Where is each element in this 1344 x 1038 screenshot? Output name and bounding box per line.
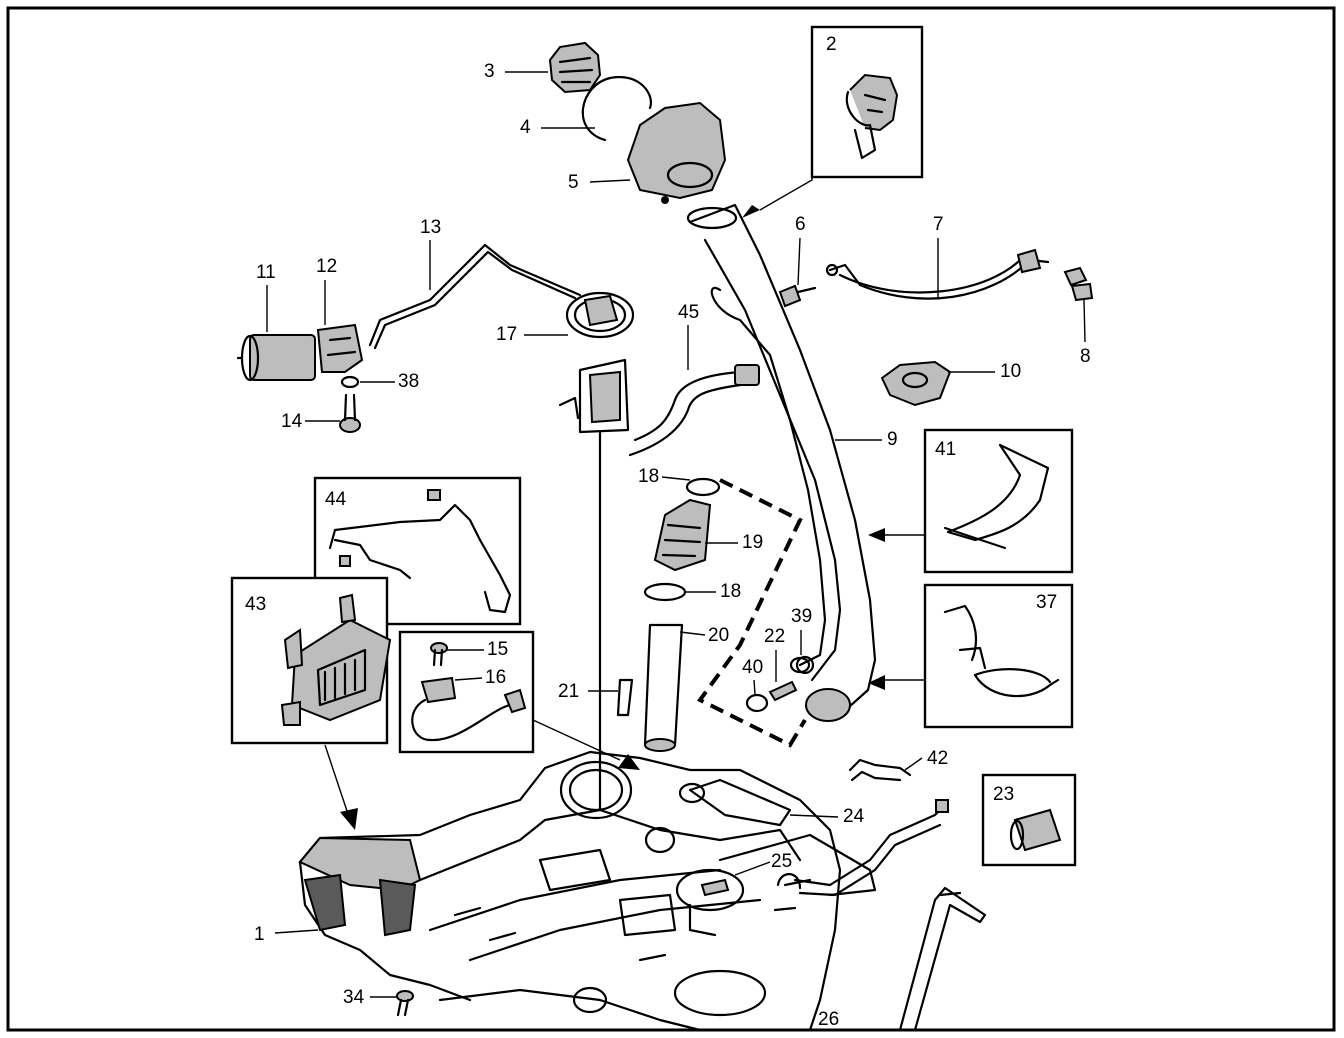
bolt-34 <box>396 990 414 1017</box>
bolt-22 <box>768 680 798 702</box>
callout-15: 15 <box>487 639 508 660</box>
wiring-connector <box>411 642 527 742</box>
callout-17: 17 <box>496 324 517 345</box>
wiring-harness <box>793 803 947 887</box>
callout-11: 11 <box>256 262 276 283</box>
hose-clip <box>616 678 634 717</box>
sender-cover <box>675 868 745 937</box>
seal-40 <box>745 693 769 713</box>
mounting-bracket <box>880 360 952 407</box>
callout-5: 5 <box>568 172 579 193</box>
filler-pipe <box>686 203 877 722</box>
callout-18a: 18 <box>638 466 659 487</box>
callout-26: 26 <box>818 1009 839 1030</box>
callout-34: 34 <box>343 987 365 1008</box>
callout-23: 23 <box>993 784 1014 805</box>
fuel-line <box>368 243 582 347</box>
callout-18b: 18 <box>720 581 741 602</box>
callout-42: 42 <box>927 748 948 769</box>
callout-2: 2 <box>826 34 837 55</box>
ground-strap <box>778 248 1094 308</box>
arrow-37 <box>868 675 885 690</box>
callout-25: 25 <box>771 851 792 872</box>
filler-neck-boot <box>626 101 727 204</box>
washer-38 <box>340 375 360 389</box>
filler-neck-insert <box>845 73 899 160</box>
callout-1: 1 <box>254 924 265 945</box>
callout-12: 12 <box>316 256 337 277</box>
callout-10: 10 <box>1000 361 1021 382</box>
callout-24: 24 <box>843 806 865 827</box>
callout-45: 45 <box>678 302 699 323</box>
tank-strap <box>898 886 987 1032</box>
callout-6: 6 <box>795 214 806 235</box>
rubber-insulator <box>1009 808 1062 852</box>
callout-39: 39 <box>791 606 812 627</box>
fuel-filter <box>236 334 316 382</box>
arrow-43 <box>340 808 358 830</box>
callout-8: 8 <box>1080 346 1091 367</box>
callout-box-41 <box>923 428 1074 574</box>
callout-43: 43 <box>245 594 266 615</box>
callout-22: 22 <box>764 626 785 647</box>
callout-41: 41 <box>935 439 956 460</box>
seal-39 <box>789 656 811 674</box>
callout-4: 4 <box>520 117 531 138</box>
filler-cap <box>548 41 602 94</box>
wiring-loom <box>328 489 512 614</box>
callout-box-15-16 <box>398 630 535 754</box>
callout-7: 7 <box>933 214 944 235</box>
callout-37: 37 <box>1036 592 1057 613</box>
callout-3: 3 <box>484 61 495 82</box>
callout-44: 44 <box>325 489 347 510</box>
callout-13: 13 <box>420 217 441 238</box>
filter-bracket <box>316 323 364 373</box>
callout-9: 9 <box>887 429 898 450</box>
callout-21: 21 <box>558 681 579 702</box>
callout-40: 40 <box>742 657 763 678</box>
callout-box-37 <box>923 583 1074 729</box>
heat-shield <box>943 443 1050 550</box>
retaining-ring <box>581 75 653 142</box>
callout-38: 38 <box>398 371 419 392</box>
pipe-clamp <box>943 604 1060 698</box>
bolt-14 <box>339 393 361 433</box>
fuel-pump-module <box>558 291 635 812</box>
diagram-frame <box>6 6 1336 1032</box>
fuel-tank <box>298 750 877 1032</box>
connecting-hose-assembly <box>643 477 807 752</box>
arrow-2 <box>742 205 760 218</box>
callout-14: 14 <box>281 411 303 432</box>
small-hose <box>848 758 912 777</box>
callout-labels: 1 2 3 4 5 6 7 8 9 10 11 12 13 14 15 16 1… <box>245 34 1091 1030</box>
callout-19: 19 <box>742 532 763 553</box>
callout-20: 20 <box>708 625 729 646</box>
fuel-pump-control-module <box>280 593 392 726</box>
vent-hose <box>633 368 757 442</box>
callout-16: 16 <box>485 667 506 688</box>
arrow-41 <box>868 528 885 542</box>
arrow-15-16 <box>618 754 640 770</box>
